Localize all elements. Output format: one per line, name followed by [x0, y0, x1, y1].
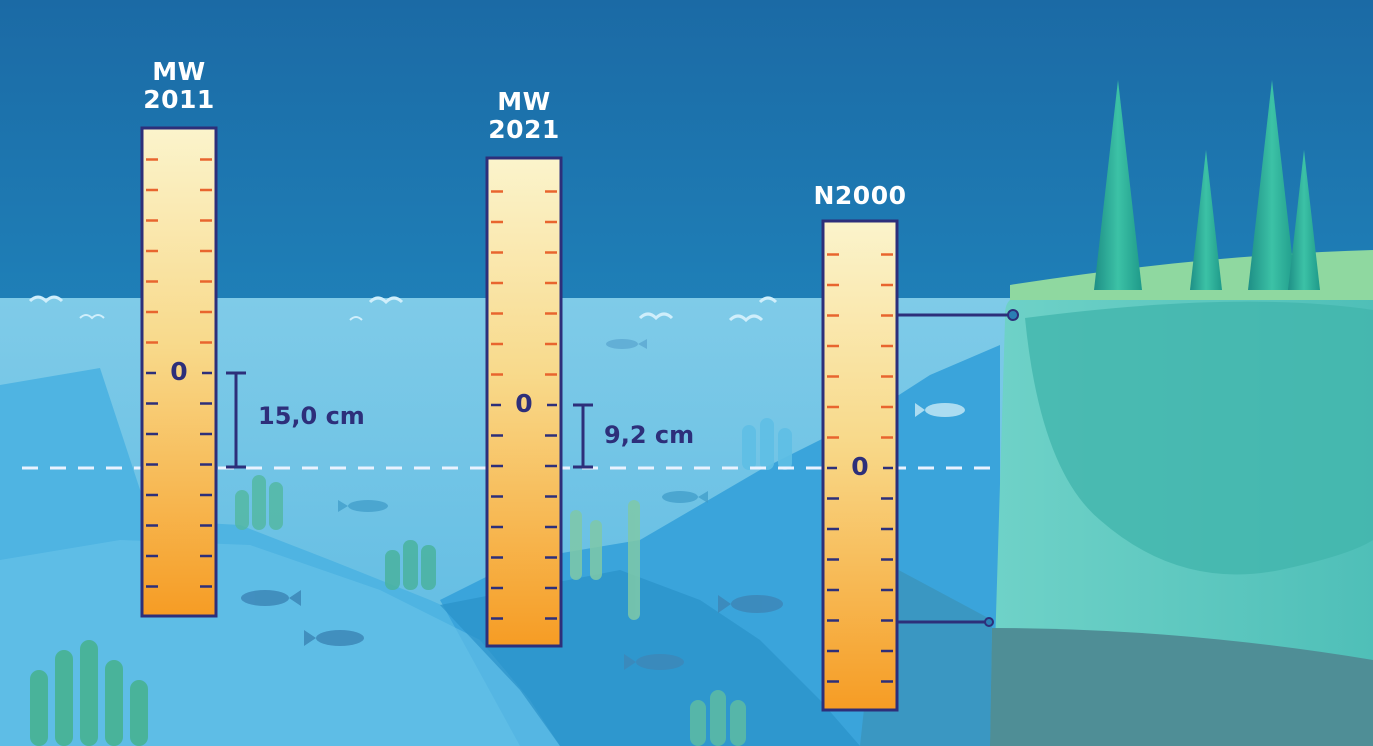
gauge-ticks [146, 158, 212, 588]
zero-label-n2000: 0 [851, 452, 869, 481]
coral-bottom [690, 690, 746, 746]
connector-dot-bottom [984, 617, 994, 627]
wave [349, 316, 363, 321]
seaweed-center [570, 500, 640, 620]
bracket-15cm [226, 371, 246, 469]
fish [662, 491, 708, 503]
island-base [990, 628, 1373, 746]
zero-label-mw2021: 0 [515, 389, 533, 418]
wave [638, 312, 674, 321]
gauge-label-mw2021: MW 2021 [488, 87, 560, 144]
gauge-mw2011 [140, 126, 218, 618]
wave [79, 314, 105, 320]
fish [624, 654, 684, 670]
gauge-mw2021 [485, 156, 563, 648]
coral-right [742, 418, 792, 470]
fish [304, 630, 364, 646]
wave [368, 296, 404, 305]
coral-center [385, 540, 436, 590]
wave [28, 295, 64, 304]
wave [758, 296, 778, 304]
connector-dot-top [1007, 309, 1019, 321]
fish [915, 403, 965, 417]
bracket-9cm [573, 403, 593, 469]
wave [728, 314, 764, 323]
measurement-label-9cm: 9,2 cm [604, 421, 695, 449]
fish [606, 339, 647, 349]
gauge-label-n2000: N2000 [813, 181, 907, 210]
zero-label-mw2011: 0 [170, 357, 188, 386]
gauge-label-mw2011: MW 2011 [143, 57, 215, 114]
fish [338, 500, 388, 512]
island-cavity [1025, 301, 1373, 575]
gauge-ticks [827, 253, 893, 683]
fish [241, 590, 301, 606]
measurement-label-15cm: 15,0 cm [258, 402, 365, 430]
trees [1094, 80, 1320, 290]
sky [0, 0, 1373, 310]
gauge-n2000 [821, 219, 899, 712]
coral-mid-left [235, 475, 283, 530]
gauge-ticks [491, 190, 557, 620]
coral-left [30, 640, 148, 746]
fish [718, 595, 783, 613]
